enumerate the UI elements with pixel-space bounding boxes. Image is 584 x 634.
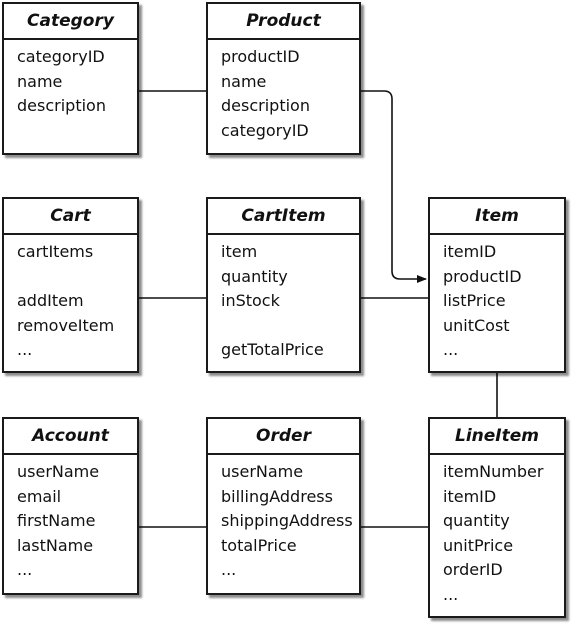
entity-field: listPrice [443, 291, 506, 310]
entity-field: unitCost [443, 315, 510, 335]
entity-title: Product [208, 4, 359, 40]
entity-field: firstName [17, 511, 96, 530]
account-entity: Account userName email firstName lastName..… [2, 417, 139, 595]
entity-fields: userName billingAddress shippingAddress tot… [208, 455, 359, 583]
entity-field: cartItems [17, 242, 94, 261]
category-entity: Category categoryID name description [2, 2, 139, 155]
cartitem-entity: CartItem item quantity inStock getTotalPric… [206, 197, 361, 373]
entity-field: getTotalPrice [221, 340, 324, 359]
product-entity: Product productID name description category… [206, 2, 361, 155]
entity-field: ... [17, 560, 33, 579]
entity-field: name [221, 71, 267, 91]
entity-title: Cart [4, 199, 137, 235]
entity-field: inStock [221, 291, 280, 310]
entity-field: itemNumber [443, 462, 544, 481]
entity-field: userName [17, 462, 100, 481]
entity-field: categoryID [17, 47, 105, 66]
entity-field: ... [17, 340, 33, 359]
entity-field: productID [443, 266, 522, 286]
entity-title: Item [430, 199, 564, 235]
entity-field: userName [221, 462, 304, 481]
cart-entity: Cart cartItems addItem removeItem... [2, 197, 139, 373]
entity-field: removeItem [17, 315, 115, 335]
entity-field: productID [221, 47, 300, 66]
field-spacer [221, 314, 359, 339]
entity-field: ... [221, 560, 237, 579]
entity-title: Account [4, 419, 137, 455]
link-product-item-arrow [361, 90, 427, 283]
entity-fields: itemID productID listPrice unitCost... [430, 235, 564, 363]
entity-field: ... [443, 584, 459, 604]
entity-field: unitPrice [443, 535, 514, 555]
entity-field: email [17, 486, 62, 506]
entity-field: description [221, 96, 310, 115]
entity-field: itemID [443, 486, 497, 506]
entity-field: itemID [443, 242, 497, 261]
entity-title: Order [208, 419, 359, 455]
entity-field: shippingAddress [221, 511, 353, 530]
entity-field: totalPrice [221, 535, 297, 555]
entity-field: billingAddress [221, 486, 333, 506]
entity-field: name [17, 71, 63, 91]
entity-field: addItem [17, 291, 84, 310]
entity-field: orderID [443, 560, 503, 579]
entity-field: description [17, 96, 106, 115]
entity-field: lastName [17, 535, 94, 555]
entity-fields: categoryID name description [4, 40, 137, 119]
lineitem-entity: LineItem itemNumber itemID quantity unitPri… [428, 417, 566, 618]
entity-field: item [221, 242, 258, 261]
entity-field: quantity [443, 511, 510, 530]
entity-title: LineItem [430, 419, 564, 455]
entity-field: ... [443, 340, 459, 359]
entity-title: Category [4, 4, 137, 40]
order-entity: Order userName billingAddress shippingAddr… [206, 417, 361, 595]
entity-fields: userName email firstName lastName... [4, 455, 137, 583]
field-spacer [17, 265, 137, 290]
entity-title: CartItem [208, 199, 359, 235]
entity-field: quantity [221, 266, 288, 286]
entity-fields: item quantity inStock getTotalPrice [208, 235, 359, 363]
entity-fields: cartItems addItem removeItem... [4, 235, 137, 363]
entity-fields: itemNumber itemID quantity unitPrice orderID… [430, 455, 564, 607]
entity-field: categoryID [221, 120, 309, 140]
entity-fields: productID name description categoryID [208, 40, 359, 143]
item-entity: Item itemID productID listPrice unitCost... [428, 197, 566, 373]
